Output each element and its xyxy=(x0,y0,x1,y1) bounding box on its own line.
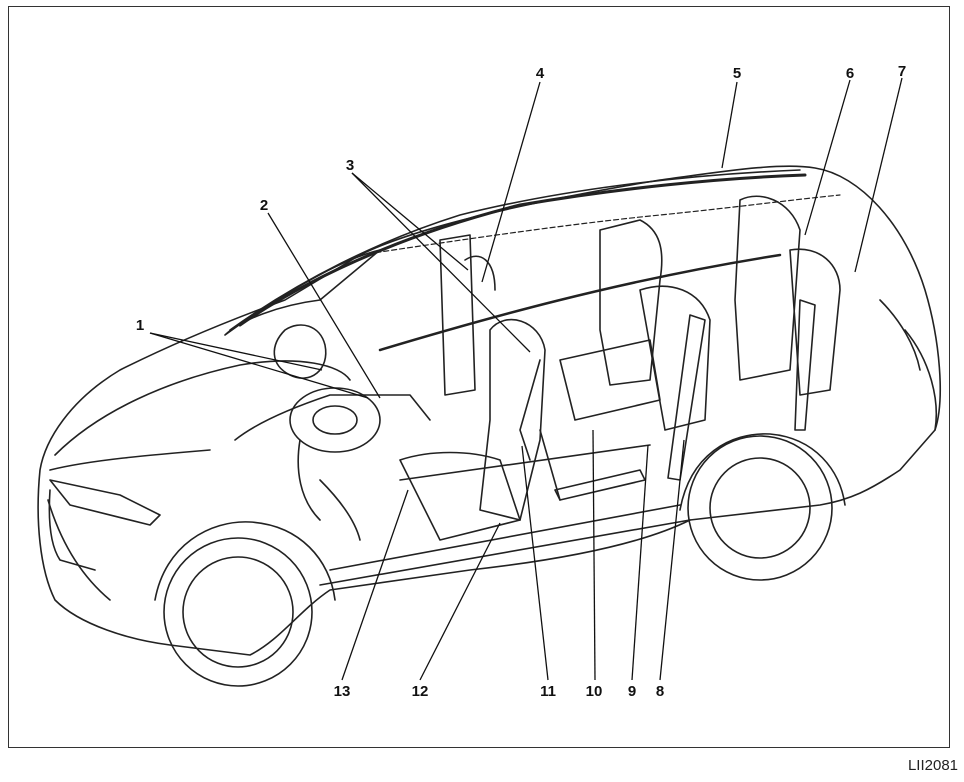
figure-id: LII2081 xyxy=(907,757,958,774)
curtain-airbag xyxy=(359,194,841,256)
callout-6: 6 xyxy=(846,65,854,82)
callout-2: 2 xyxy=(260,197,268,214)
callout-12: 12 xyxy=(412,683,429,700)
headlight xyxy=(49,479,161,526)
dashboard xyxy=(234,394,431,441)
callout-13: 13 xyxy=(334,683,351,700)
front-seat-right xyxy=(479,318,546,521)
front-wheel xyxy=(163,537,313,687)
mid-seat xyxy=(599,219,663,386)
b-pillar-belt xyxy=(667,314,706,481)
front-grille xyxy=(47,499,111,601)
callout-11: 11 xyxy=(540,683,556,700)
callout-3: 3 xyxy=(346,157,354,174)
passenger-airbag xyxy=(273,324,327,379)
rear-wheel xyxy=(687,435,833,581)
hood xyxy=(54,360,351,456)
callout-9: 9 xyxy=(628,683,636,700)
side-step xyxy=(554,469,646,501)
vehicle-line-art xyxy=(37,165,941,687)
front-seat-left xyxy=(439,234,476,396)
callout-leaders xyxy=(149,77,903,681)
callout-4: 4 xyxy=(536,65,545,82)
rear-seat xyxy=(734,195,801,381)
windshield xyxy=(224,249,381,336)
roof-line xyxy=(229,169,801,331)
callout-5: 5 xyxy=(733,65,741,82)
callout-10: 10 xyxy=(586,683,603,700)
callout-1: 1 xyxy=(136,317,144,334)
callout-labels: 1 2 3 4 5 6 7 8 9 10 11 12 13 xyxy=(136,63,906,700)
roof-rail xyxy=(238,173,807,327)
callout-8: 8 xyxy=(656,683,664,700)
body-outline xyxy=(37,165,941,656)
callout-7: 7 xyxy=(898,63,906,80)
